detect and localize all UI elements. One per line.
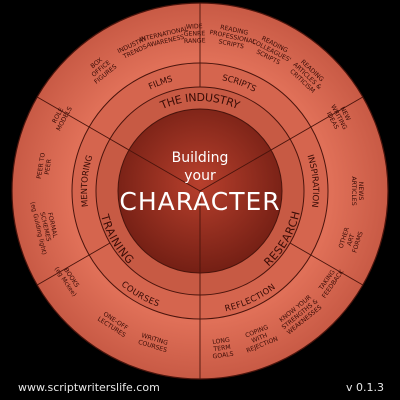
- center-line-character: CHARACTER: [119, 187, 280, 216]
- outer-ring-label-line: TERM: [212, 344, 231, 353]
- center-line-building: Building: [172, 150, 229, 166]
- outer-ring-label-line: PEER TO: [36, 152, 47, 179]
- divider-sub: [88, 242, 111, 256]
- outer-ring-label-line: GOALS: [212, 351, 234, 361]
- outer-ring-label-line: RANGE: [184, 37, 206, 45]
- footer-url[interactable]: www.scriptwriterslife.com: [18, 381, 160, 394]
- outer-ring-label-line: ART: [346, 233, 356, 247]
- divider-main: [109, 138, 201, 192]
- divider-outer: [310, 96, 364, 128]
- divider-outer: [36, 96, 90, 128]
- divider-main: [199, 138, 291, 192]
- outer-ring-label-line: NEWS: [357, 182, 364, 201]
- divider-sub: [289, 126, 312, 140]
- divider-outer: [36, 254, 90, 286]
- divider-sub: [289, 242, 312, 256]
- ring-dividers: [36, 3, 364, 379]
- outer-ring-label-line: GENRE: [184, 30, 206, 38]
- divider-outer: [310, 254, 364, 286]
- divider-sub: [88, 126, 111, 140]
- footer-version: v 0.1.3: [346, 381, 384, 394]
- outer-ring-label-line: LONG: [212, 337, 231, 346]
- center-line-your: your: [184, 168, 216, 184]
- outer-ring-label-line: ARTICLES: [350, 176, 357, 205]
- outer-ring-label-line: WIDE: [186, 23, 203, 31]
- outer-ring-label-line: PEER: [44, 158, 54, 175]
